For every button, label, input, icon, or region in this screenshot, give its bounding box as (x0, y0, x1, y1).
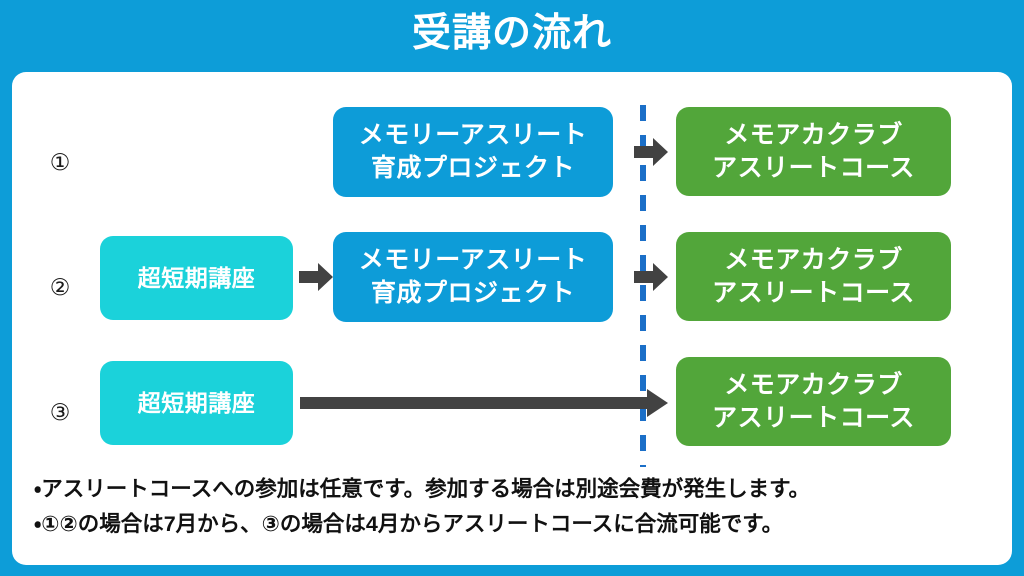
green-box-row-3-line1: メモアカクラブ (724, 370, 903, 399)
arrow-right-icon-row-2-first (299, 262, 333, 292)
cyan-box-row-2-line1: 超短期講座 (137, 264, 256, 291)
green-box-row-2-line1: メモアカクラブ (724, 245, 903, 274)
footnote-line-1: ・アスリートコースへの参加は任意です。参加する場合は別途会費が発生します。 (34, 477, 810, 501)
green-box-row-1-line2: アスリートコース (712, 153, 915, 182)
blue-box-row-1[interactable]: メモリーアスリート 育成プロジェクト (333, 107, 613, 197)
row-index-2: ② (49, 275, 71, 301)
green-box-row-2-line2: アスリートコース (712, 278, 915, 307)
green-box-row-1[interactable]: メモアカクラブ アスリートコース (676, 107, 951, 196)
page-title: 受講の流れ (411, 12, 612, 55)
flow-row-3: ③ 超短期講座 メモアカクラブ アスリートコース (12, 350, 1012, 475)
flow-row-1: ① メモリーアスリート 育成プロジェクト メモアカクラブ アスリートコー (12, 100, 1012, 225)
green-box-row-3[interactable]: メモアカクラブ アスリートコース (676, 357, 951, 446)
blue-box-row-1-line1: メモリーアスリート (358, 121, 588, 149)
row-index-1: ① (49, 150, 71, 176)
green-box-row-1-line1: メモアカクラブ (724, 120, 903, 149)
content-card: ① メモリーアスリート 育成プロジェクト メモアカクラブ アスリートコー (12, 72, 1012, 565)
blue-box-row-2-line1: メモリーアスリート (358, 246, 588, 274)
blue-box-row-2-line2: 育成プロジェクト (370, 279, 575, 307)
arrow-right-icon-row-2-second (634, 262, 668, 292)
blue-box-row-2[interactable]: メモリーアスリート 育成プロジェクト (333, 232, 613, 322)
green-box-row-2[interactable]: メモアカクラブ アスリートコース (676, 232, 951, 321)
long-arrow-right-icon-row-3 (300, 388, 668, 418)
footnotes-block: ・アスリートコースへの参加は任意です。参加する場合は別途会費が発生します。 ・①… (34, 472, 994, 542)
cyan-box-row-3[interactable]: 超短期講座 (100, 361, 293, 445)
footnote-line-2: ・①②の場合は7月から、③の場合は4月からアスリートコースに合流可能です。 (34, 512, 784, 536)
row-index-3: ③ (49, 400, 71, 426)
cyan-box-row-2[interactable]: 超短期講座 (100, 236, 293, 320)
vertical-dashed-divider-icon (640, 105, 646, 467)
arrow-right-icon-row-1 (634, 137, 668, 167)
blue-box-row-1-line2: 育成プロジェクト (370, 154, 575, 182)
flow-diagram: ① メモリーアスリート 育成プロジェクト メモアカクラブ アスリートコー (12, 72, 1012, 472)
green-box-row-3-line2: アスリートコース (712, 403, 915, 432)
cyan-box-row-3-line1: 超短期講座 (137, 389, 256, 416)
flow-row-2: ② 超短期講座 メモリーアスリート 育成プロジェクト (12, 225, 1012, 350)
